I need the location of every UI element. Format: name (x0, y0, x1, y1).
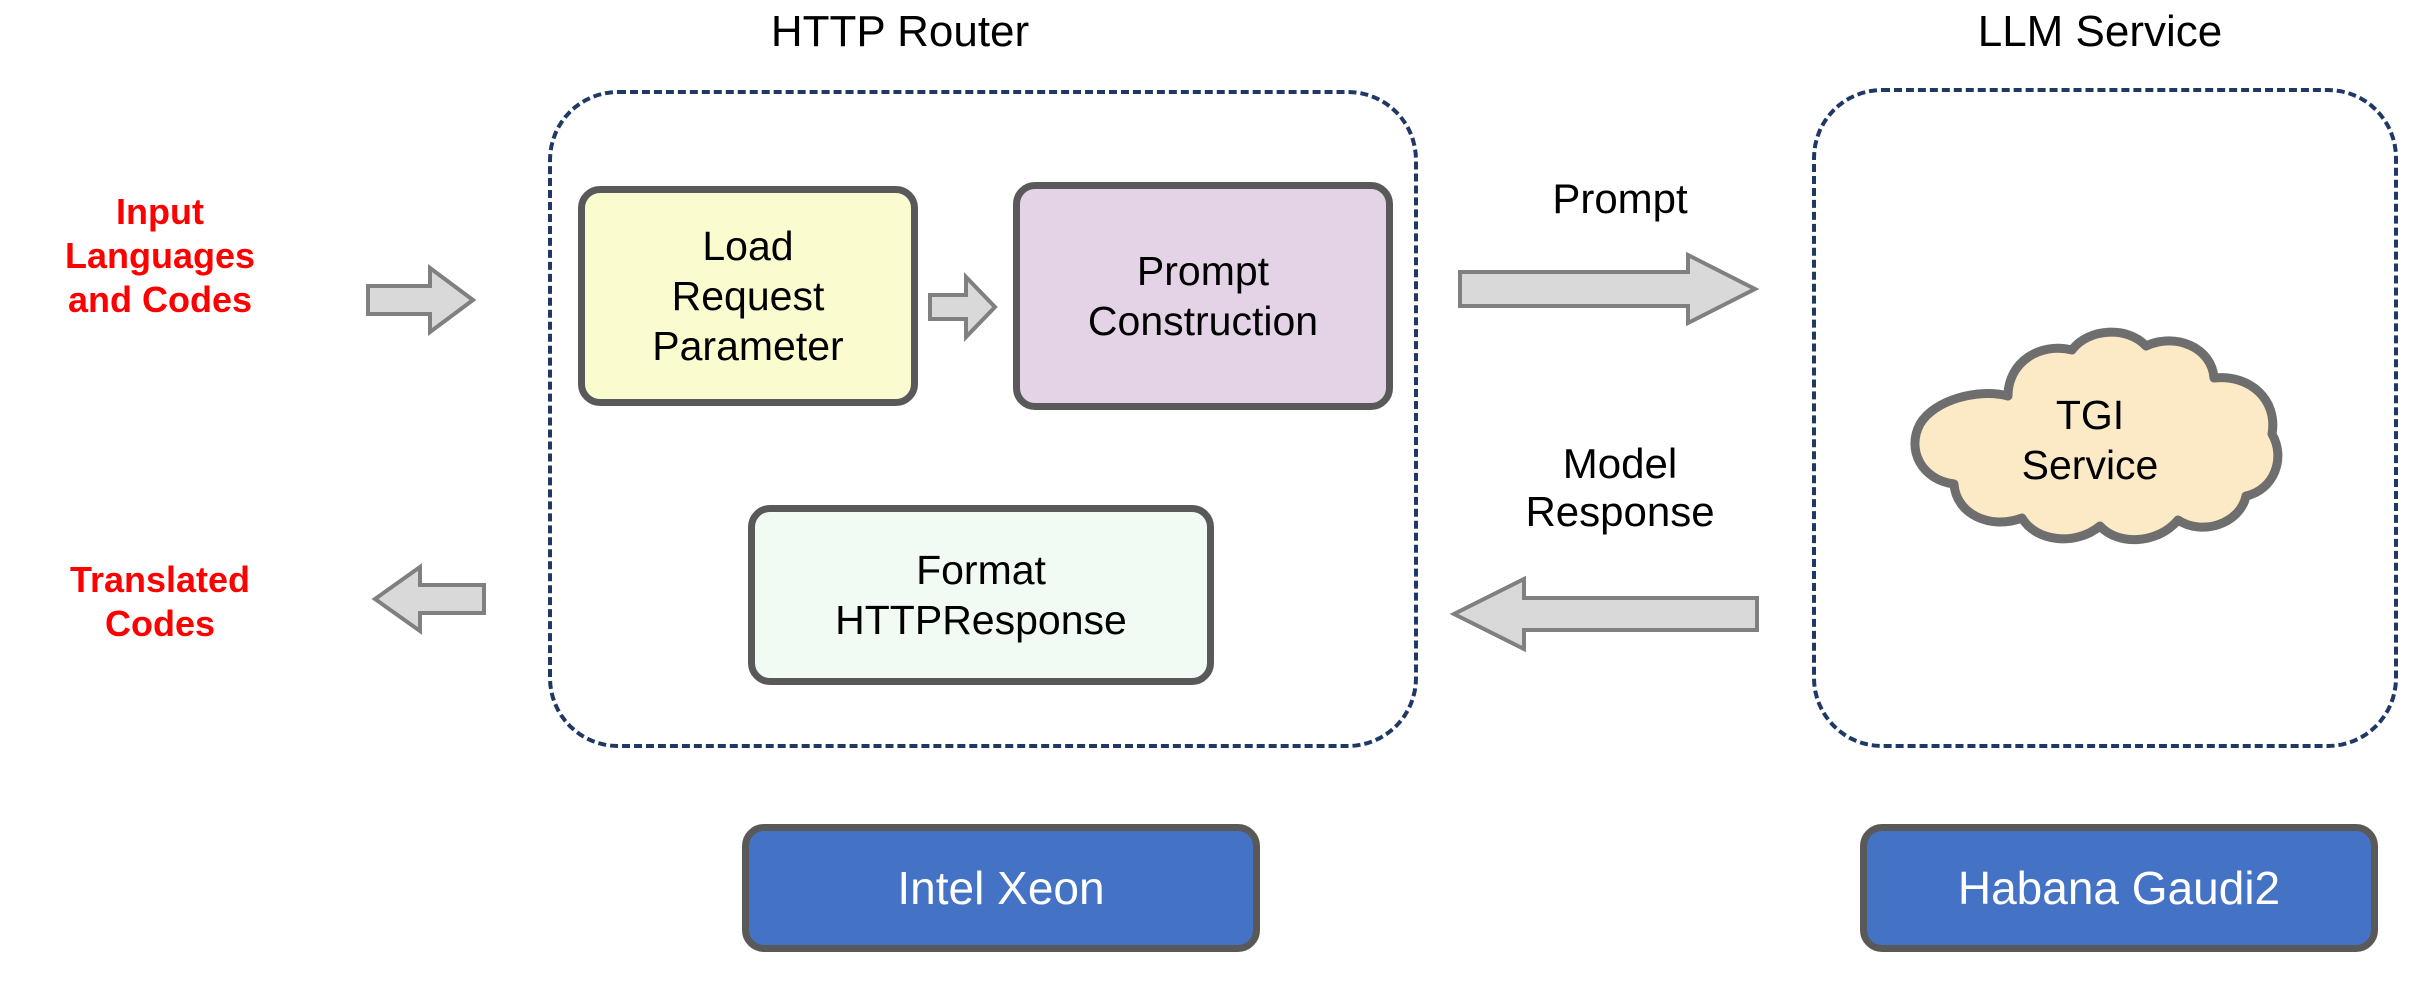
model-response-flow-arrow-icon (1449, 575, 1760, 653)
format-http-response-box[interactable]: Format HTTPResponse (748, 505, 1214, 685)
model-response-arrow-label: Model Response (1525, 440, 1715, 536)
habana-gaudi2-hardware-box[interactable]: Habana Gaudi2 (1860, 824, 2378, 952)
tgi-service-cloud[interactable]: TGI Service (1890, 327, 2290, 560)
translated-codes-label: Translated Codes (69, 559, 251, 644)
internal-flow-arrow-icon (928, 272, 998, 342)
input-languages-and-codes-label: Input Languages and Codes (64, 191, 256, 320)
load-request-parameter-box[interactable]: Load Request Parameter (578, 186, 918, 406)
output-flow-arrow-icon (370, 563, 486, 635)
http-router-group-container (548, 90, 1418, 748)
llm-service-group-container (1812, 88, 2398, 748)
intel-xeon-hardware-box[interactable]: Intel Xeon (742, 824, 1260, 952)
input-flow-arrow-icon (366, 264, 477, 336)
prompt-construction-box[interactable]: Prompt Construction (1013, 182, 1393, 410)
prompt-arrow-label: Prompt (1552, 175, 1688, 222)
http-router-title: HTTP Router (770, 7, 1030, 56)
tgi-service-label: TGI Service (2021, 391, 2159, 488)
prompt-flow-arrow-icon (1458, 251, 1760, 327)
llm-service-title: LLM Service (1977, 7, 2223, 56)
